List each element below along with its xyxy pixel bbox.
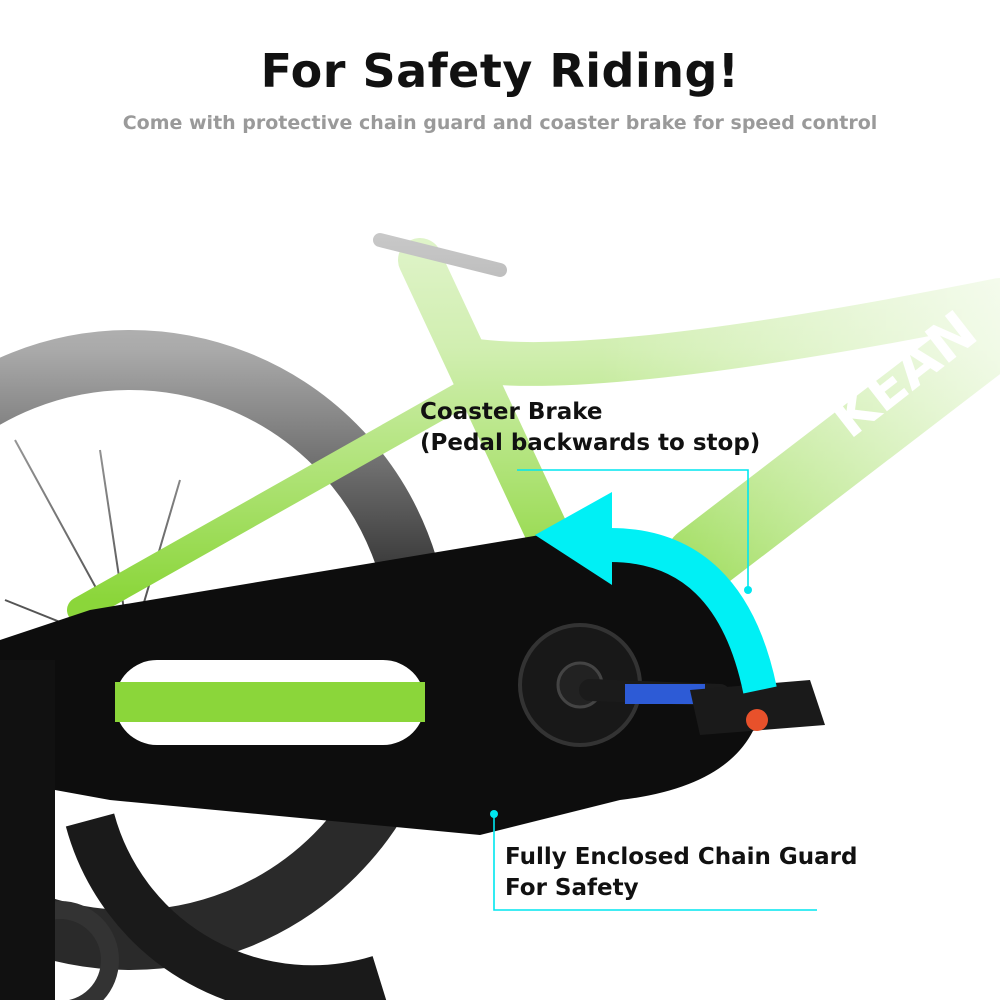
chain-guard bbox=[0, 534, 765, 1000]
rotation-arrow-icon bbox=[535, 492, 777, 694]
callout-line: (Pedal backwards to stop) bbox=[420, 430, 761, 456]
callout-chain-guard: Fully Enclosed Chain Guard For Safety bbox=[505, 842, 858, 904]
callout-line: Fully Enclosed Chain Guard bbox=[505, 844, 858, 870]
page-subtitle: Come with protective chain guard and coa… bbox=[122, 112, 878, 134]
callout-line: For Safety bbox=[505, 875, 639, 901]
page-title: For Safety Riding! bbox=[260, 44, 740, 98]
pedal bbox=[579, 679, 825, 735]
callout-coaster-brake: Coaster Brake (Pedal backwards to stop) bbox=[420, 397, 760, 459]
callout-leader-lines bbox=[493, 469, 817, 911]
callout-line: Coaster Brake bbox=[420, 399, 603, 425]
